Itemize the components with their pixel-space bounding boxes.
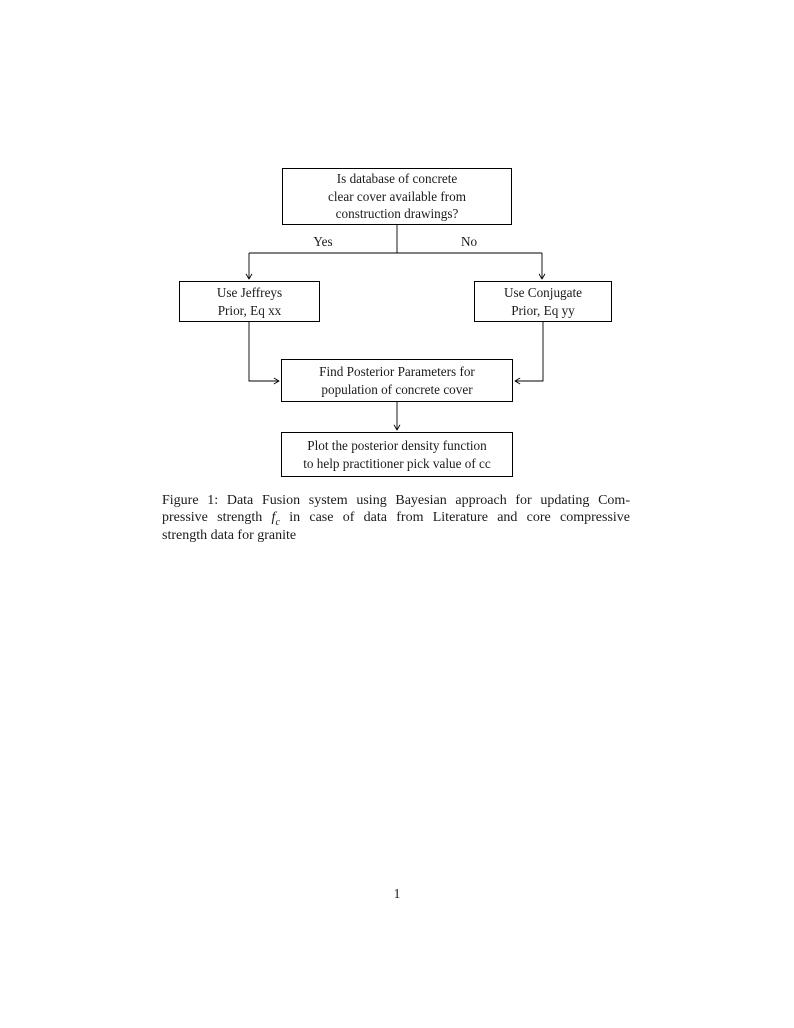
- box-text-line: population of concrete cover: [321, 381, 473, 397]
- box-text-line: clear cover available from: [327, 188, 467, 204]
- caption-text: pressive strength: [162, 510, 263, 526]
- box-text-line: Find Posterior Parameters for: [319, 363, 475, 379]
- box-text-line: Prior, Eq xx: [217, 302, 282, 318]
- caption-line-3: strength data for granite: [162, 527, 297, 543]
- edge-label-no: No: [460, 234, 478, 249]
- flowchart-box-plot-density: Plot the posterior density function to h…: [281, 432, 513, 477]
- box-text-line: Use Conjugate: [503, 284, 582, 300]
- edge-label-yes: Yes: [313, 234, 333, 249]
- caption-text: in case of data from Literature and core…: [289, 510, 631, 526]
- flowchart-box-posterior-parameters: Find Posterior Parameters for population…: [281, 359, 513, 402]
- page-number: 1: [393, 886, 401, 901]
- flowchart-box-decision: Is database of concrete clear cover avai…: [282, 168, 512, 225]
- box-text-line: Use Jeffreys: [216, 284, 283, 300]
- caption-line-2: pressive strength fc in case of data fro…: [162, 509, 631, 529]
- math-subscript: c: [275, 517, 280, 529]
- connector-jeffreys-to-posterior-arrow: [248, 322, 280, 385]
- flowchart-box-conjugate-prior: Use Conjugate Prior, Eq yy: [474, 281, 612, 322]
- caption-line-1: Figure 1: Data Fusion system using Bayes…: [162, 493, 630, 508]
- box-text-line: Prior, Eq yy: [511, 302, 575, 318]
- box-text-line: Plot the posterior density function: [307, 437, 487, 453]
- connector-conjugate-to-posterior-arrow: [514, 322, 544, 385]
- math-term-fc: fc: [271, 510, 280, 529]
- box-text-line: Is database of concrete: [336, 170, 458, 186]
- figure-caption: Figure 1: Data Fusion system using Bayes…: [162, 492, 630, 544]
- flowchart-box-jeffreys-prior: Use Jeffreys Prior, Eq xx: [179, 281, 320, 322]
- box-text-line: construction drawings?: [335, 206, 459, 222]
- box-text-line: to help practitioner pick value of cc: [303, 455, 491, 471]
- math-symbol: f: [271, 510, 276, 526]
